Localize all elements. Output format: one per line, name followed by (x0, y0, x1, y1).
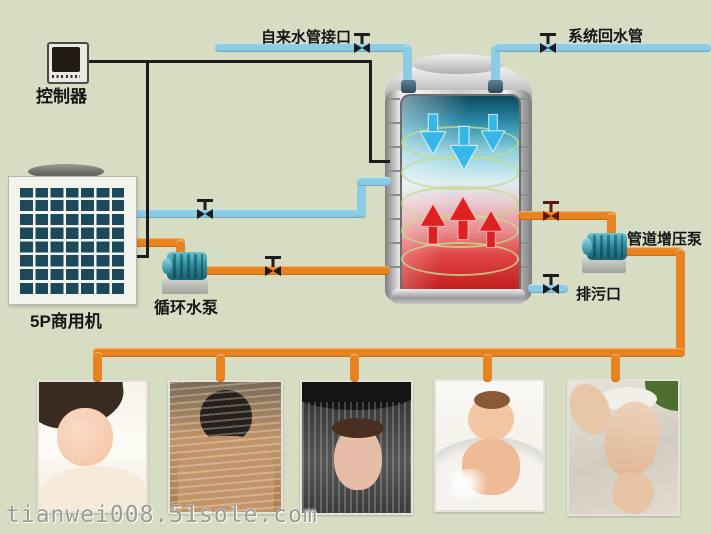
controller-wire-tank-stub (369, 160, 390, 163)
cold-down-arrow-icon (420, 113, 446, 156)
tap-water-pipe-horizontal (215, 43, 411, 52)
unit-to-tank-cold-pipe-high (357, 177, 391, 186)
manifold-drop-5 (611, 354, 620, 382)
usage-photo-man-shower (168, 380, 283, 514)
heat-pump-unit-label: 5P商用机 (30, 312, 102, 331)
tank-bottom-rim (392, 289, 525, 304)
manifold-drop-3 (350, 354, 359, 382)
heat-pump-unit (8, 176, 137, 305)
tank-inlet-port (401, 80, 416, 93)
booster-inlet-drop (607, 213, 616, 239)
controller-wire-horizontal (84, 60, 372, 63)
supply-downpipe (676, 249, 685, 353)
water-splash (450, 469, 500, 499)
booster-pump-label: 管道增压泵 (627, 231, 703, 248)
booster-outlet-pipe (620, 247, 682, 256)
return-pipe-valve-icon (540, 33, 556, 53)
manifold-drop-4 (483, 354, 492, 382)
controller-wire-to-unit-drop (146, 60, 149, 258)
distribution-manifold (93, 348, 685, 357)
cold-down-arrow-icon (481, 113, 505, 153)
tap-water-inlet-label: 自来水管接口 (261, 29, 352, 46)
hot-pipe-valve-icon (265, 256, 281, 276)
cold-pipe-valve-icon (197, 199, 213, 219)
controller-label: 控制器 (36, 87, 87, 106)
tap-water-pipe-drop (403, 45, 412, 86)
unit-hot-outlet-drop (176, 240, 185, 256)
usage-photo-baby-bath (434, 379, 545, 512)
controller-wire-unit-stub (133, 255, 149, 258)
baby-hair (474, 391, 510, 409)
heat-pump-grille (20, 188, 124, 294)
controller-screen (52, 47, 80, 72)
manifold-drop-2 (216, 354, 225, 382)
drain-outlet-label: 排污口 (576, 286, 622, 303)
circulation-pump-base (162, 279, 208, 294)
girl-face (57, 408, 113, 466)
return-pipe-riser (491, 45, 500, 86)
usage-photo-girl-washing (37, 380, 148, 513)
usage-photo-spa-facial (567, 379, 680, 516)
usage-photo-woman-showerhead (300, 380, 413, 515)
shower-head (302, 382, 411, 410)
heating-coil-ring (401, 242, 519, 276)
controller-wire-to-tank-drop (369, 60, 372, 163)
hot-up-arrow-icon (420, 202, 446, 245)
man-shoulders (178, 436, 274, 512)
pump-to-tank-hot-pipe (204, 266, 390, 275)
drain-valve-icon (543, 274, 559, 294)
tap-water-valve-icon (354, 33, 370, 53)
tank-top-platform (412, 54, 504, 74)
booster-line-valve-icon (543, 201, 559, 221)
circulation-pump-label: 循环水泵 (154, 300, 219, 317)
cold-down-arrow-icon (450, 125, 478, 171)
girl-arms (41, 466, 145, 511)
tank-to-booster-pipe (518, 211, 616, 220)
booster-pump-motor (582, 233, 627, 260)
unit-hot-outlet-pipe (133, 238, 185, 247)
man-head (200, 390, 252, 442)
tank-outlet-port (488, 80, 503, 93)
heat-pump-fan-top (28, 164, 104, 179)
water-streaks (170, 382, 281, 512)
system-return-pipe-horizontal (495, 43, 711, 52)
watermark-text: tianwei008.51sole.com (6, 502, 318, 528)
booster-pump-base (582, 258, 626, 273)
circulation-pump-motor (162, 252, 207, 280)
woman-hairline (332, 418, 384, 438)
unit-to-tank-cold-pipe-low (133, 209, 365, 218)
hot-up-arrow-icon (479, 210, 503, 248)
manifold-drop-1 (93, 352, 102, 382)
system-return-pipe-label: 系统回水管 (568, 28, 644, 45)
tank-rib-left (386, 98, 400, 290)
hot-up-arrow-icon (449, 195, 477, 241)
unit-to-tank-cold-pipe-riser (357, 180, 366, 218)
controller-buttons (52, 75, 80, 78)
